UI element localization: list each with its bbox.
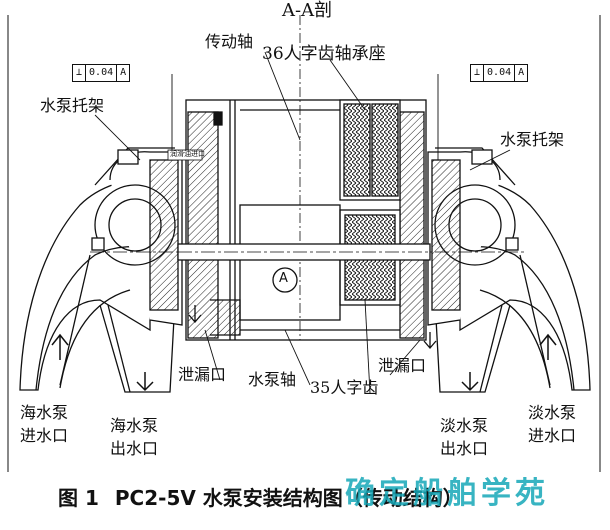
label-freshwater-inlet-1: 淡水泵: [528, 403, 577, 422]
tolerance-datum: A: [120, 67, 127, 78]
label-seawater-outlet-1: 海水泵: [110, 416, 159, 435]
tolerance-datum: A: [518, 67, 525, 78]
label-freshwater-outlet-1: 淡水泵: [440, 416, 489, 435]
perpendicularity-icon: ⊥: [73, 65, 87, 81]
label-bearing-housing: 36人字齿轴承座: [262, 44, 386, 64]
seawater-pump: [19, 147, 183, 393]
figure-number: 图 1: [58, 486, 99, 510]
label-oil-inlet: 润滑油进口: [170, 150, 205, 158]
tolerance-frame-left: ⊥ 0.04 A: [72, 64, 131, 82]
figure-caption: 图 1 PC2-5V 水泵安装结构图（传动结构）: [58, 482, 463, 511]
label-freshwater-outlet-2: 出水口: [440, 439, 489, 458]
tolerance-value: 0.04: [86, 65, 118, 81]
tolerance-frame-right: ⊥ 0.04 A: [470, 64, 529, 82]
label-seawater-inlet-1: 海水泵: [20, 403, 69, 422]
leader-lines: [94, 51, 511, 394]
label-seawater-outlet-2: 出水口: [110, 439, 159, 458]
section-title: A-A剖: [282, 0, 333, 21]
label-seawater-inlet-2: 进水口: [20, 426, 69, 445]
label-leak-port-right: 泄漏口: [378, 356, 427, 375]
label-pump-shaft: 水泵轴: [248, 370, 297, 389]
freshwater-pump: [427, 147, 591, 393]
figure-caption-text: PC2-5V 水泵安装结构图（传动结构）: [114, 486, 463, 510]
tolerance-value: 0.04: [484, 65, 516, 81]
perpendicularity-icon: ⊥: [471, 65, 485, 81]
label-gear-35: 35人字齿: [310, 378, 379, 397]
watermark: 确定船舶学苑: [345, 476, 549, 511]
drawing-frame: [7, 15, 601, 472]
label-leak-port-left: 泄漏口: [178, 365, 227, 384]
label-pump-bracket-left: 水泵托架: [40, 96, 105, 115]
label-drive-shaft: 传动轴: [205, 32, 254, 51]
label-datum-a: A: [279, 271, 288, 286]
label-pump-bracket-right: 水泵托架: [500, 130, 565, 149]
gear-housing: [90, 15, 525, 349]
label-freshwater-inlet-2: 进水口: [528, 426, 577, 445]
